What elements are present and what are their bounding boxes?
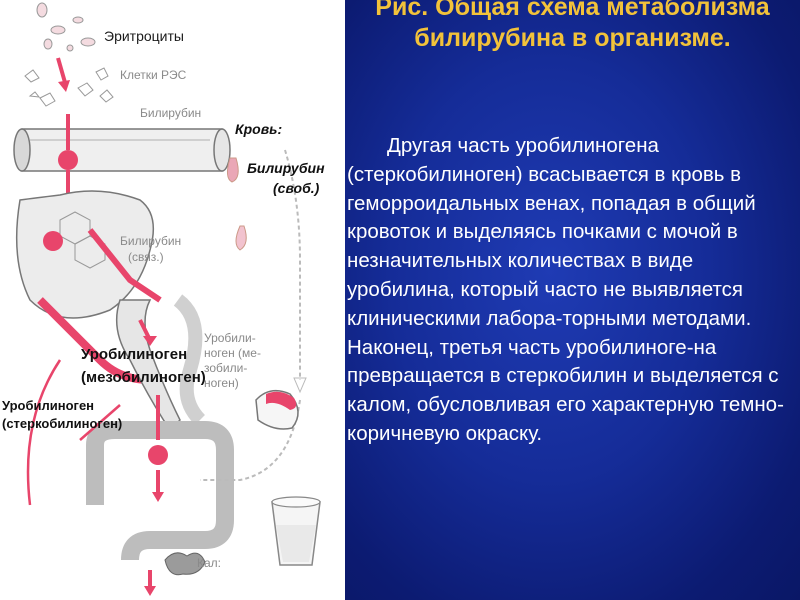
- urobili-gray-4: ноген): [204, 376, 239, 390]
- feces-label: Кал:: [197, 556, 221, 570]
- body-text: Другая часть уробилиногена (стеркобилино…: [347, 132, 797, 449]
- feces-icon: [164, 552, 206, 576]
- urobilinogen-sterco-label-2: (стеркобилиноген): [2, 416, 123, 431]
- text-panel: Рис. Общая схема метаболизма билирубина …: [345, 0, 800, 600]
- intestine: [115, 299, 181, 432]
- diagram-panel: Эритроциты Клетки РЭС Билирубин Кровь: Б…: [0, 0, 345, 600]
- bilirubin-label: Билирубин: [140, 106, 202, 120]
- res-cells-icon: [24, 67, 114, 107]
- slide-title: Рис. Общая схема метаболизма билирубина …: [375, 0, 770, 52]
- bilirubin-free-label: Билирубин: [247, 160, 325, 176]
- bilirubin-free-label-2: (своб.): [273, 180, 320, 196]
- paragraph-2: Наконец, третья часть уробилиноге-на пре…: [347, 335, 784, 445]
- urobilinogen-meso-label: Уробилиноген: [81, 346, 188, 363]
- paragraph-1: Другая часть уробилиногена (стеркобилино…: [347, 134, 756, 330]
- res-cells-label: Клетки РЭС: [120, 68, 187, 82]
- urobili-gray-1: Уробили-: [204, 331, 256, 345]
- urobili-gray-3: зобили-: [204, 361, 248, 375]
- liver: [15, 190, 155, 319]
- urobilinogen-meso-label-2: (мезобилиноген): [81, 369, 206, 386]
- erythrocytes-label: Эритроциты: [104, 28, 184, 44]
- bilirubin-bound-label: Билирубин: [120, 234, 182, 248]
- bilirubin-bound-label-2: (связ.): [128, 250, 164, 264]
- urobili-gray-2: ноген (ме-: [204, 346, 261, 360]
- erythrocytes-icon: [36, 2, 96, 52]
- bilirubin-metabolism-diagram: [13, 2, 321, 596]
- urobilinogen-sterco-label: Уробилиноген: [2, 398, 95, 413]
- blood-vessel: [13, 128, 231, 172]
- colon: [86, 421, 234, 561]
- blood-label: Кровь:: [235, 121, 283, 137]
